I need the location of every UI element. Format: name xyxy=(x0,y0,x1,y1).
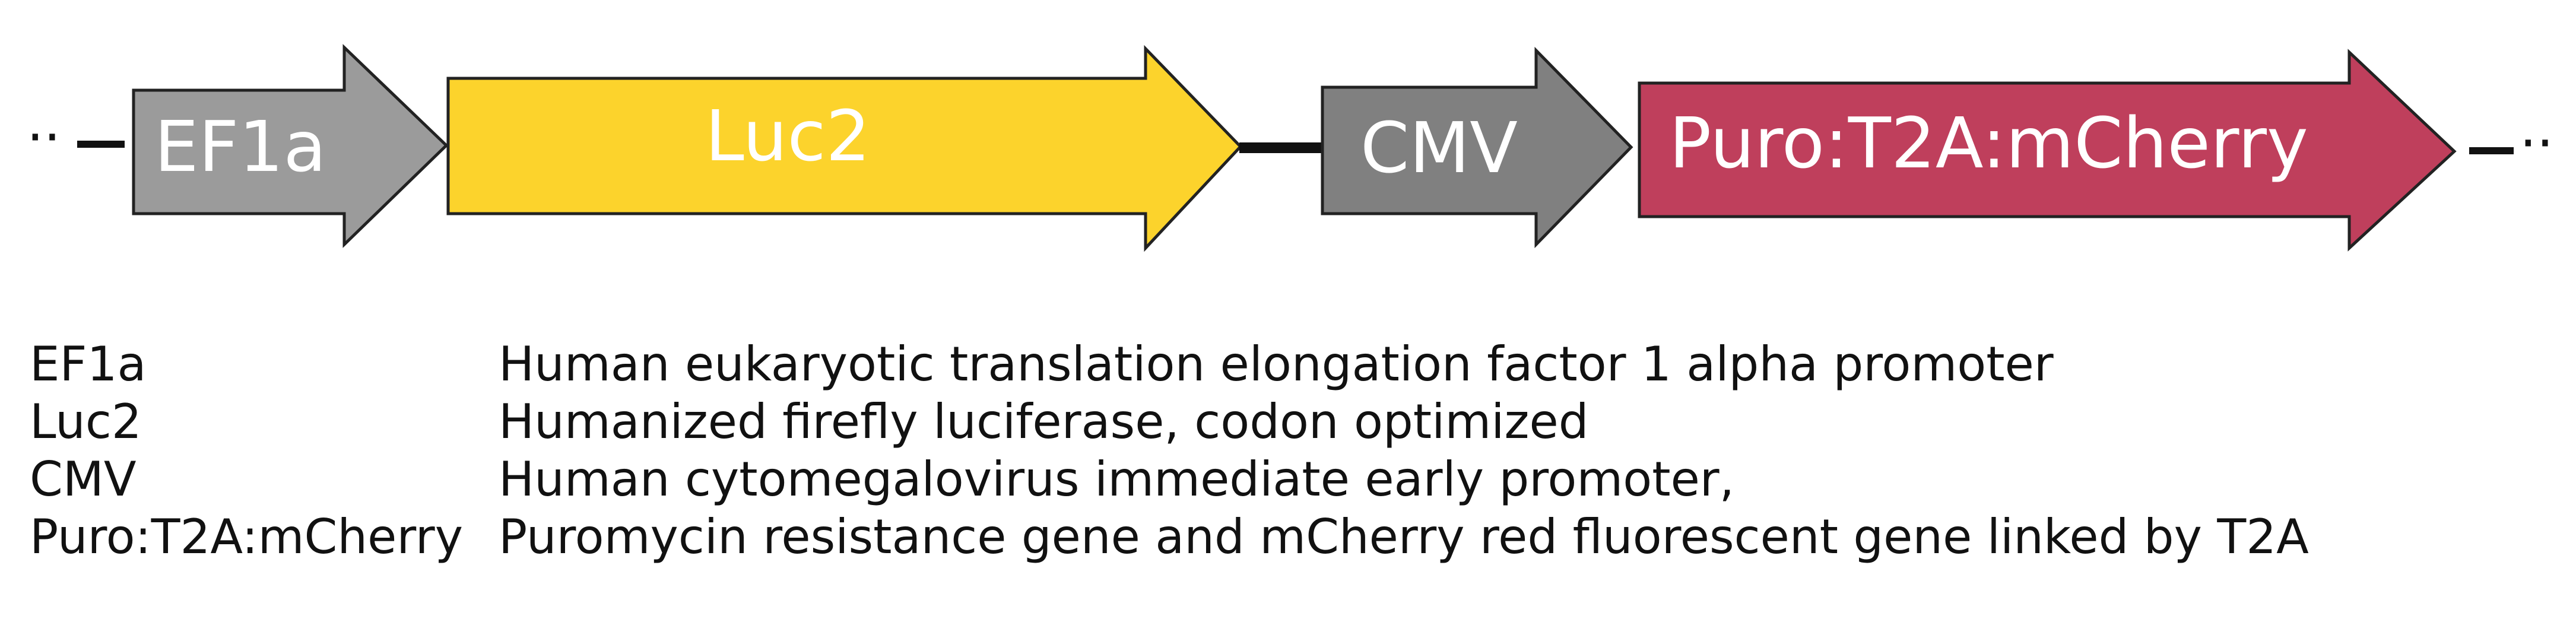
legend-description: Humanized firefly luciferase, codon opti… xyxy=(499,394,1589,449)
legend-description: Puromycin resistance gene and mCherry re… xyxy=(499,509,2309,564)
backbone-connector xyxy=(1239,142,1324,153)
luc2-label: Luc2 xyxy=(705,95,870,177)
puro-t2a-mcherry-label: Puro:T2A:mCherry xyxy=(1669,102,2308,184)
right-backbone-line xyxy=(2469,147,2514,154)
left-flank-dots: ·· xyxy=(27,106,61,169)
legend-description: Human cytomegalovirus immediate early pr… xyxy=(499,452,1735,507)
cmv-promoter-arrow xyxy=(1321,46,1633,249)
legend-key: Luc2 xyxy=(30,394,142,449)
legend-key: CMV xyxy=(30,452,137,507)
legend-key: Puro:T2A:mCherry xyxy=(30,509,464,564)
ef1a-promoter-arrow xyxy=(132,44,449,248)
left-backbone-line xyxy=(77,141,125,148)
luc2-gene-arrow xyxy=(446,45,1243,252)
legend-description: Human eukaryotic translation elongation … xyxy=(499,337,2054,392)
construct-diagram: ·· EF1a Luc2 CMV Puro:T2A:mCherry ·· xyxy=(27,44,2553,252)
puro-t2a-mcherry-gene-arrow xyxy=(1638,49,2457,252)
right-flank-dots: ·· xyxy=(2520,112,2553,174)
cmv-label: CMV xyxy=(1360,107,1518,189)
ef1a-label: EF1a xyxy=(154,106,326,188)
legend-key: EF1a xyxy=(30,337,147,392)
